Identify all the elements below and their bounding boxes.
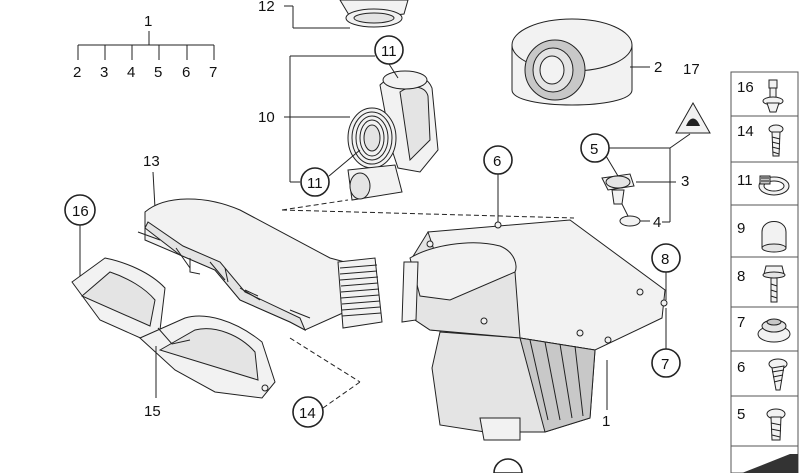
callout-1-top: 1 — [144, 13, 152, 30]
callout-11-lower: 11 — [307, 175, 323, 192]
sidebar-item-label: 8 — [737, 268, 745, 285]
callout-tree-child: 7 — [209, 64, 217, 81]
callout-3: 3 — [681, 173, 689, 190]
callout-6: 6 — [493, 153, 501, 170]
callout-tree-child: 3 — [100, 64, 108, 81]
push-rivet-icon — [762, 79, 784, 113]
hex-bolt-icon — [762, 265, 786, 303]
callout-16: 16 — [72, 203, 89, 220]
callout-17: 17 — [683, 61, 700, 78]
part-13-upper-duct: 13 — [137, 153, 383, 332]
part-17-warning-label: 17 — [675, 61, 711, 134]
callout-tree-child: 5 — [154, 64, 162, 81]
callout-10: 10 — [258, 109, 275, 126]
callout-5: 5 — [590, 141, 598, 158]
sidebar-item-label: 9 — [737, 220, 745, 237]
callout-15: 15 — [144, 403, 161, 420]
callout-7: 7 — [661, 356, 669, 373]
part-1-airbox: 6 8 7 1 — [281, 145, 681, 473]
callout-12: 12 — [258, 0, 275, 15]
sidebar-item-label: 7 — [737, 314, 745, 331]
callout-11-upper: 11 — [381, 43, 397, 60]
callout-1-bottom: 1 — [602, 413, 610, 430]
callout-13: 13 — [143, 153, 160, 170]
callout-tree-child: 2 — [73, 64, 81, 81]
sidebar-item-label: 11 — [737, 172, 753, 189]
rubber-cap-icon — [761, 221, 787, 253]
hose-clamp-icon — [758, 175, 790, 196]
callout-4: 4 — [653, 214, 661, 231]
screw-icon — [768, 124, 784, 157]
callout-2: 2 — [654, 59, 662, 76]
torx-screw-icon — [766, 408, 786, 441]
part-16-callout: 16 — [64, 194, 96, 290]
duct-bellows — [337, 257, 383, 329]
callout-tree-child: 4 — [127, 64, 135, 81]
part-3-sensor-group: 5 3 4 — [580, 133, 691, 231]
callout-tree-child: 6 — [182, 64, 190, 81]
part-14-callout: 14 — [289, 337, 361, 428]
part-12-boot: 12 — [258, 0, 409, 29]
part-15-lower-duct: 15 — [71, 257, 276, 420]
rubber-grommet-icon — [757, 318, 791, 343]
sidebar-item-label: 5 — [737, 406, 745, 423]
callout-8: 8 — [661, 251, 669, 268]
sidebar-item-label: 14 — [737, 123, 754, 140]
callout-tree: 1 2 3 4 5 6 7 — [73, 13, 217, 81]
sidebar-item-label: 6 — [737, 359, 745, 376]
sidebar-item-label: 16 — [737, 79, 754, 96]
self-tapping-screw-icon — [768, 358, 788, 391]
hardware-sidebar: 16 14 11 9 8 — [730, 71, 799, 473]
part-10-intake-bellows: 11 10 11 — [258, 35, 439, 211]
callout-14: 14 — [299, 405, 316, 422]
part-2-air-filter: 2 — [511, 18, 662, 106]
